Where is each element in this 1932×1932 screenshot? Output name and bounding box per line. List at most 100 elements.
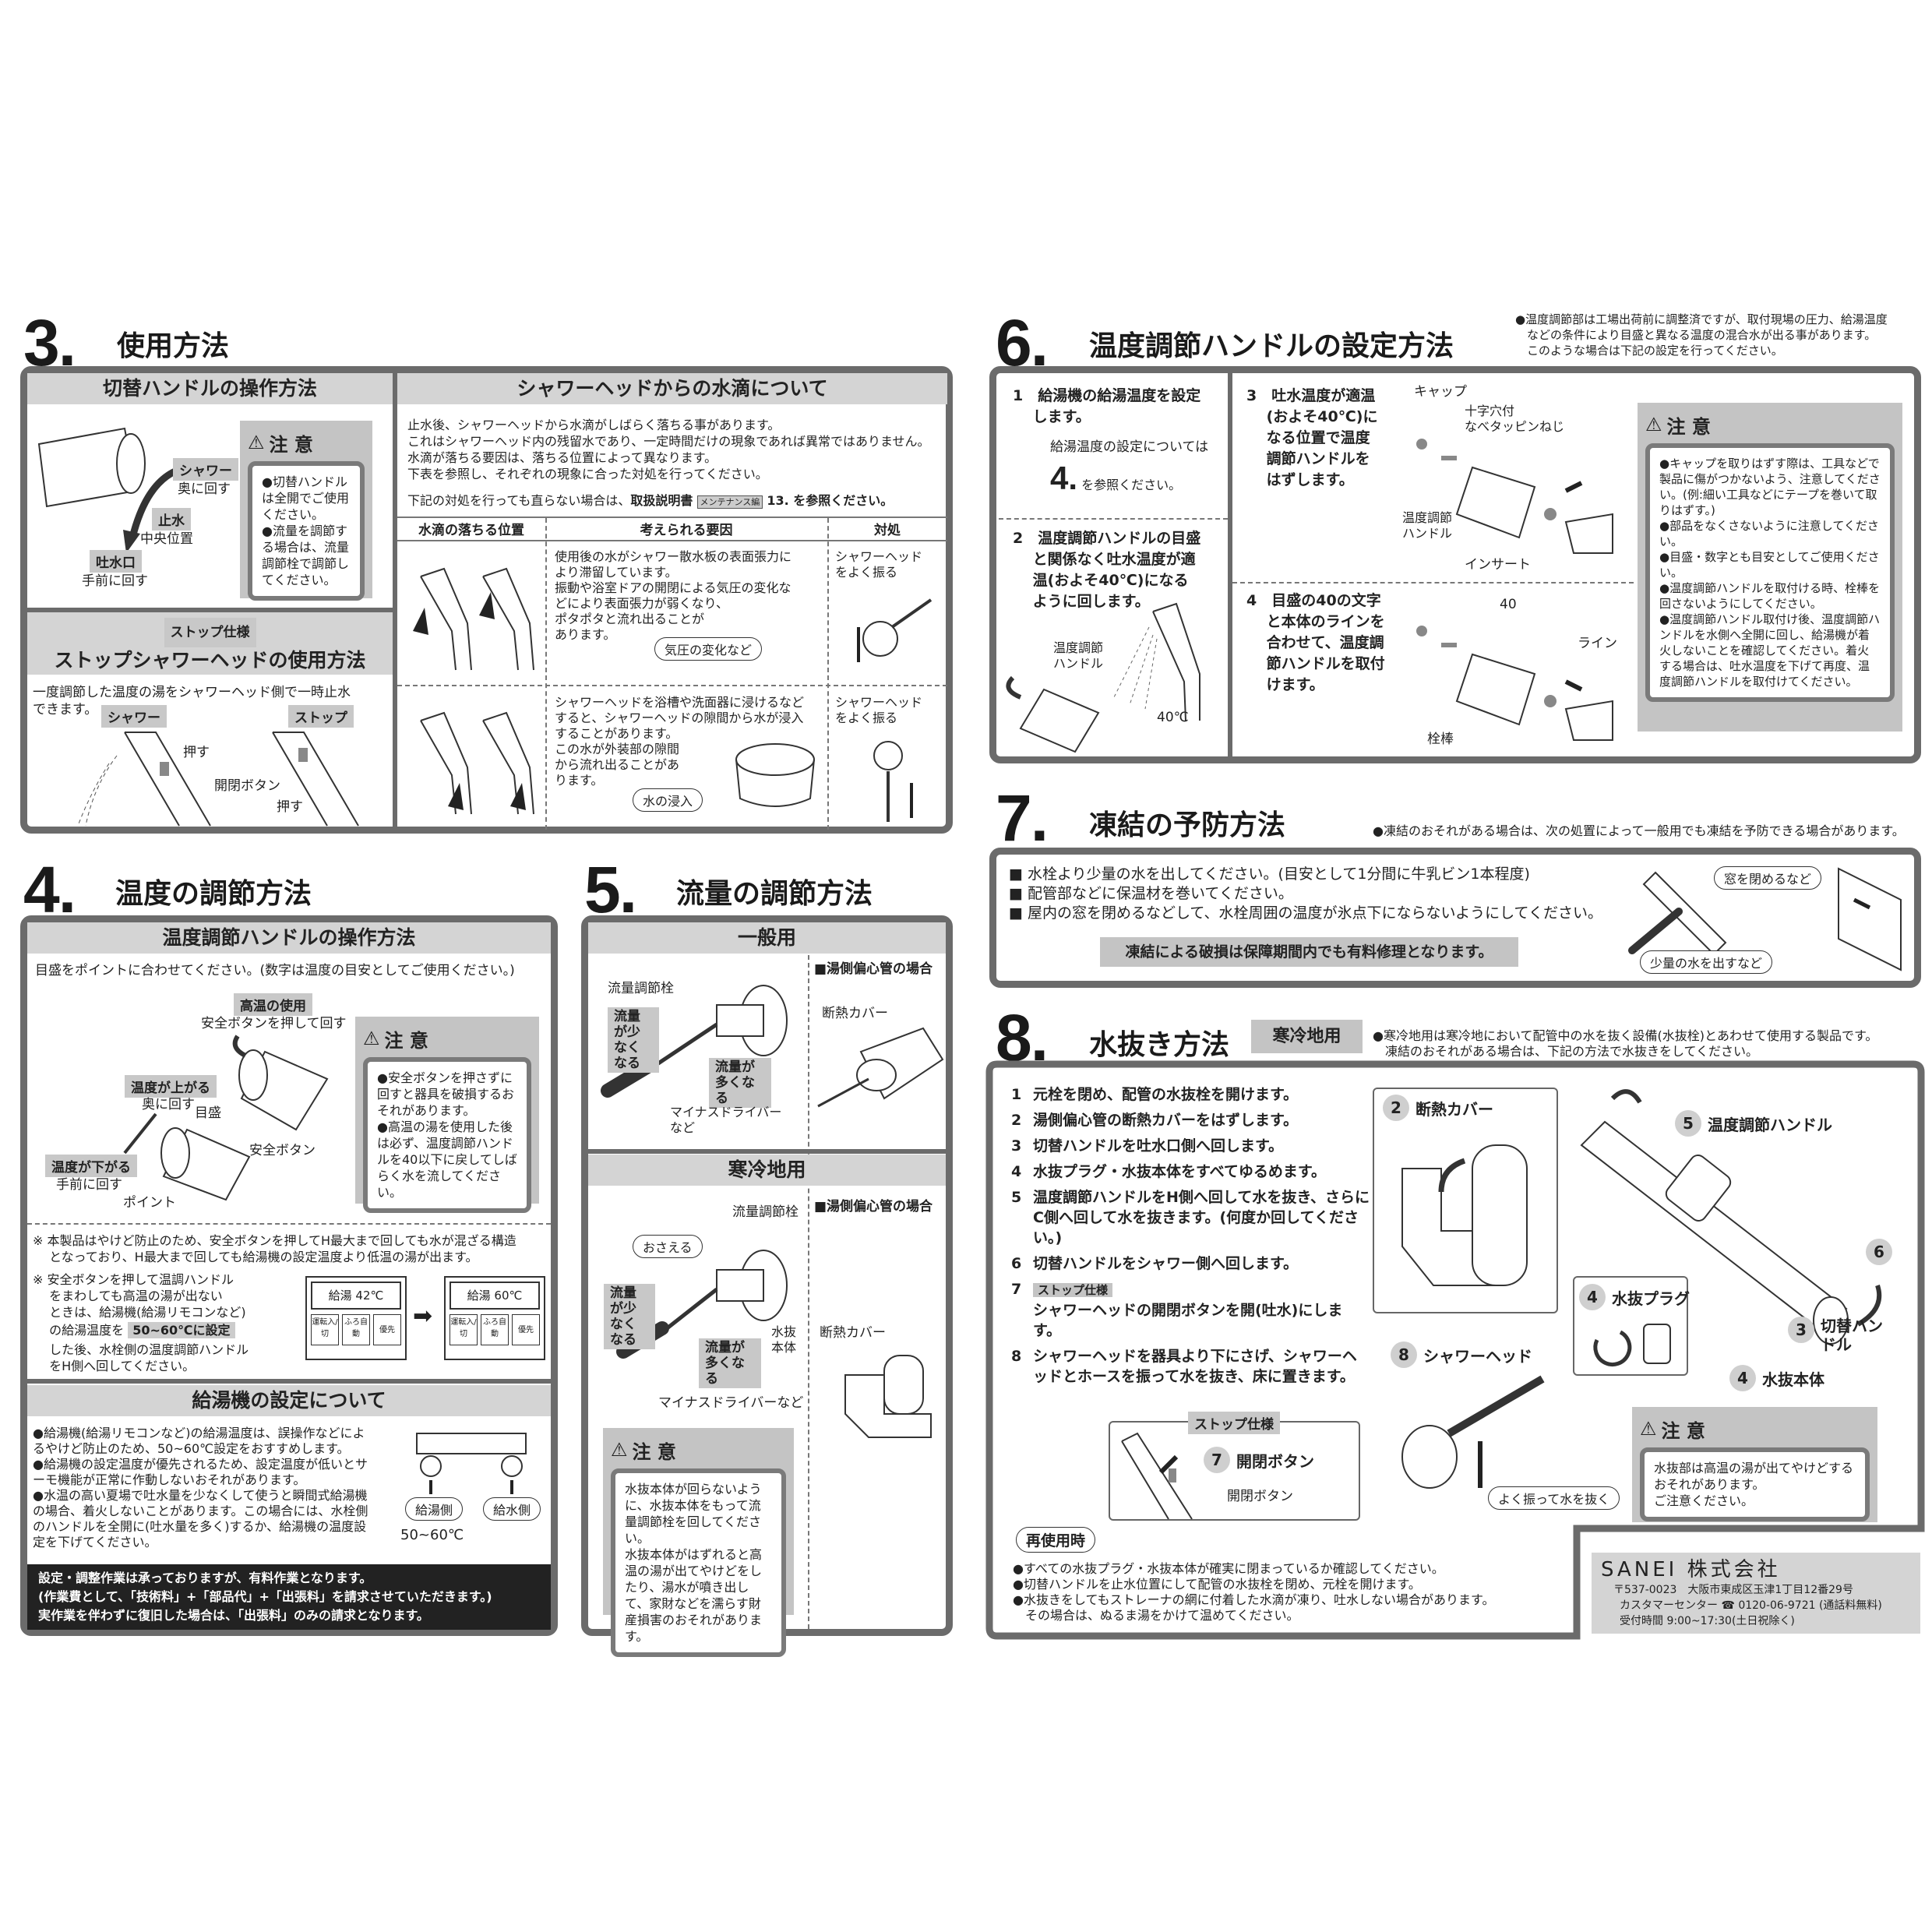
insulation-cover-callout: [1373, 1088, 1558, 1313]
line-label: ライン: [1578, 636, 1617, 651]
handle-label: 温度調節: [1402, 510, 1453, 525]
remote-button[interactable]: 優先: [512, 1314, 540, 1345]
remote-button[interactable]: 運転入/切: [450, 1314, 478, 1345]
note-line: ※ 本製品はやけど防止のため、安全ボタンを押してH最大まで回しても水が混ざる構造: [33, 1233, 516, 1248]
callout-number: 8: [1391, 1341, 1417, 1368]
temp-up-tag: 温度が上がる: [125, 1075, 217, 1098]
caution-box: ⚠注 意 水抜部は高温の湯が出てやけどするおそれがあります。ご注意ください。: [1632, 1407, 1877, 1522]
step-number: 5: [1011, 1189, 1022, 1206]
fix-line: シャワーヘッド: [835, 549, 923, 564]
note-line: このような場合は下記の設定を行ってください。: [1515, 344, 1783, 358]
caution-item: ●流量を調節する場合は、流量調節栓で調節してください。: [262, 524, 350, 587]
caution-box: ⚠注 意 水抜本体が回らないように、水抜本体をもって流量調節栓を回してください。…: [603, 1428, 794, 1657]
window-illustration: [1838, 867, 1902, 971]
remote-button[interactable]: 運転入/切: [311, 1314, 339, 1345]
stop-text: 一度調節した温度の湯をシャワーヘッド側で一時止水: [33, 685, 351, 700]
divider: [545, 518, 547, 830]
cause-tag: 水の浸入: [633, 788, 703, 812]
faucet-body-illustration: [1580, 1089, 1882, 1345]
remote-button[interactable]: ふろ自動: [342, 1314, 370, 1345]
text-block: 温度調節ハンドル: [1053, 640, 1103, 672]
section-title: 使用方法: [117, 330, 230, 362]
push-label: 押す: [277, 799, 303, 815]
hold-label: おさえる: [633, 1235, 703, 1258]
driver-label: マイナスドライバー: [670, 1105, 782, 1119]
caution-title: 注 意: [1661, 1419, 1705, 1442]
step-1-sub: 給湯温度の設定については: [1050, 439, 1209, 455]
step-text: 給湯機の給湯温度を設定: [1038, 387, 1201, 404]
section-number: 8.: [996, 1001, 1049, 1074]
remote-button[interactable]: ふろ自動: [481, 1314, 509, 1345]
point-label: ポイント: [123, 1195, 176, 1211]
cause-tag: 気圧の変化など: [654, 637, 763, 661]
business-hours: 受付時間 9:00~17:30(土日祝除く): [1620, 1615, 1795, 1627]
intro-line: 水滴が落ちる要因は、落ちる位置によって異なります。: [407, 450, 717, 465]
cause-line: ります。: [555, 773, 604, 788]
step-text: 調節ハンドルを: [1266, 450, 1370, 467]
callout-label: 温度調節ハンドル: [1708, 1115, 1832, 1134]
caution-item: ●安全ボタンを押さずに回すと器具を破損するおそれがあります。: [377, 1070, 515, 1118]
divider: [393, 370, 397, 830]
step-text: (およそ40℃)に: [1266, 408, 1378, 425]
note-line: となっており、H最大まで回しても給湯機の設定温度より低温の湯が出ます。: [33, 1250, 478, 1264]
caution-item: ●部品をなくさないように注意してください。: [1659, 519, 1879, 548]
temp-down-direction: 手前に回す: [56, 1177, 122, 1193]
callout-number: 6: [1866, 1239, 1892, 1265]
ref-text: を参照ください。: [1081, 478, 1182, 492]
callout-number: 2: [1383, 1095, 1409, 1121]
driver-label: など: [670, 1120, 696, 1135]
callout-label: 断熱カバー: [1416, 1099, 1493, 1119]
remote-button[interactable]: 優先: [373, 1314, 401, 1345]
eccentric-label: ■湯側偏心管の場合: [814, 961, 933, 977]
step-text: と関係なく吐水温度が適: [1032, 551, 1196, 568]
divider: [23, 1379, 555, 1384]
text-block: ※ 本製品はやけど防止のため、安全ボタンを押してH最大まで回しても水が混ざる構造…: [33, 1232, 516, 1265]
stop-shower-header: ストップ仕様 ストップシャワーヘッドの使用方法: [27, 612, 393, 675]
paid-service-notice: 実作業を伴わずに復旧した場合は、「出張料」のみの請求となります。: [38, 1608, 429, 1623]
drip-position-illustration: [413, 567, 534, 671]
drain-plug-illustration: [1593, 1324, 1671, 1366]
text-block: ●給湯機(給湯リモコンなど)の給湯温度は、誤操作などによるやけど防止のため、50…: [33, 1426, 375, 1550]
divider: [397, 516, 947, 518]
step-1-ref: 4. を参照ください。: [1050, 460, 1181, 497]
heater-settings-header: 給湯機の設定について: [27, 1385, 551, 1416]
col-header: 対処: [874, 523, 901, 538]
flow-more-tag: 流量が多くなる: [699, 1338, 761, 1388]
cause-line: ポタポタと流れ出ることが: [555, 612, 705, 626]
paid-repair-warning: 凍結による破損は保障期間内でも有料修理となります。: [1100, 937, 1518, 967]
intro-line: 下表を参照し、それぞれの現象に合った対処を行ってください。: [407, 467, 768, 481]
note-line: した後、水栓側の温度調節ハンドル: [33, 1342, 249, 1357]
company-name: SANEI 株式会社: [1601, 1558, 1781, 1581]
callout-number: 4: [1579, 1284, 1606, 1310]
caution-item: 水抜部は高温の湯が出てやけどするおそれがあります。: [1654, 1461, 1854, 1492]
drain-body-label: 本体: [771, 1340, 797, 1355]
section-number: 7.: [996, 781, 1049, 855]
insert-label: インサート: [1465, 557, 1531, 573]
stop-tag: ストップ: [288, 705, 354, 728]
open-close-button-label: 開閉ボタン: [214, 778, 280, 794]
text-block: 水抜本体が回らないように、水抜本体をもって流量調節栓を回してください。水抜本体が…: [611, 1468, 786, 1657]
step-number: 1: [1011, 1086, 1022, 1103]
step-text: 温度調節ハンドルの目盛: [1038, 530, 1201, 547]
cause-line: シャワーヘッドを浴槽や洗面器に浸けるなど: [555, 695, 805, 710]
caution-item: 水抜本体がはずれると高温の湯が出てやけどをしたり、湯水が噴き出して、家財などを濡…: [625, 1547, 763, 1644]
step-number: 3: [1011, 1137, 1022, 1155]
warning-icon: ⚠: [611, 1439, 628, 1461]
intro-line: 止水後、シャワーヘッドから水滴がしばらく落ちる事があります。: [407, 418, 781, 432]
step-text: 目盛の40の文字: [1271, 592, 1381, 609]
section-number: 3.: [23, 306, 76, 379]
freeze-item: ■ 水栓より少量の水を出してください。(目安として1分間に牛乳ビン1本程度): [1009, 866, 1530, 883]
drain-body-label: 水抜: [771, 1324, 797, 1339]
cover-label: 断熱カバー: [820, 1325, 886, 1341]
text-block: した後、水栓側の温度調節ハンドル をH側へ回してください。: [33, 1341, 249, 1374]
shower-drip-header: シャワーヘッドからの水滴について: [397, 373, 947, 404]
arrow-right-icon: ➡: [413, 1303, 433, 1330]
step-text: 切替ハンドルをシャワー側へ回します。: [1033, 1255, 1299, 1272]
section-title: 凍結の予防方法: [1089, 809, 1286, 841]
caution-box: ⚠注 意 ●安全ボタンを押さずに回すと器具を破損するおそれがあります。●高温の湯…: [355, 1017, 539, 1213]
